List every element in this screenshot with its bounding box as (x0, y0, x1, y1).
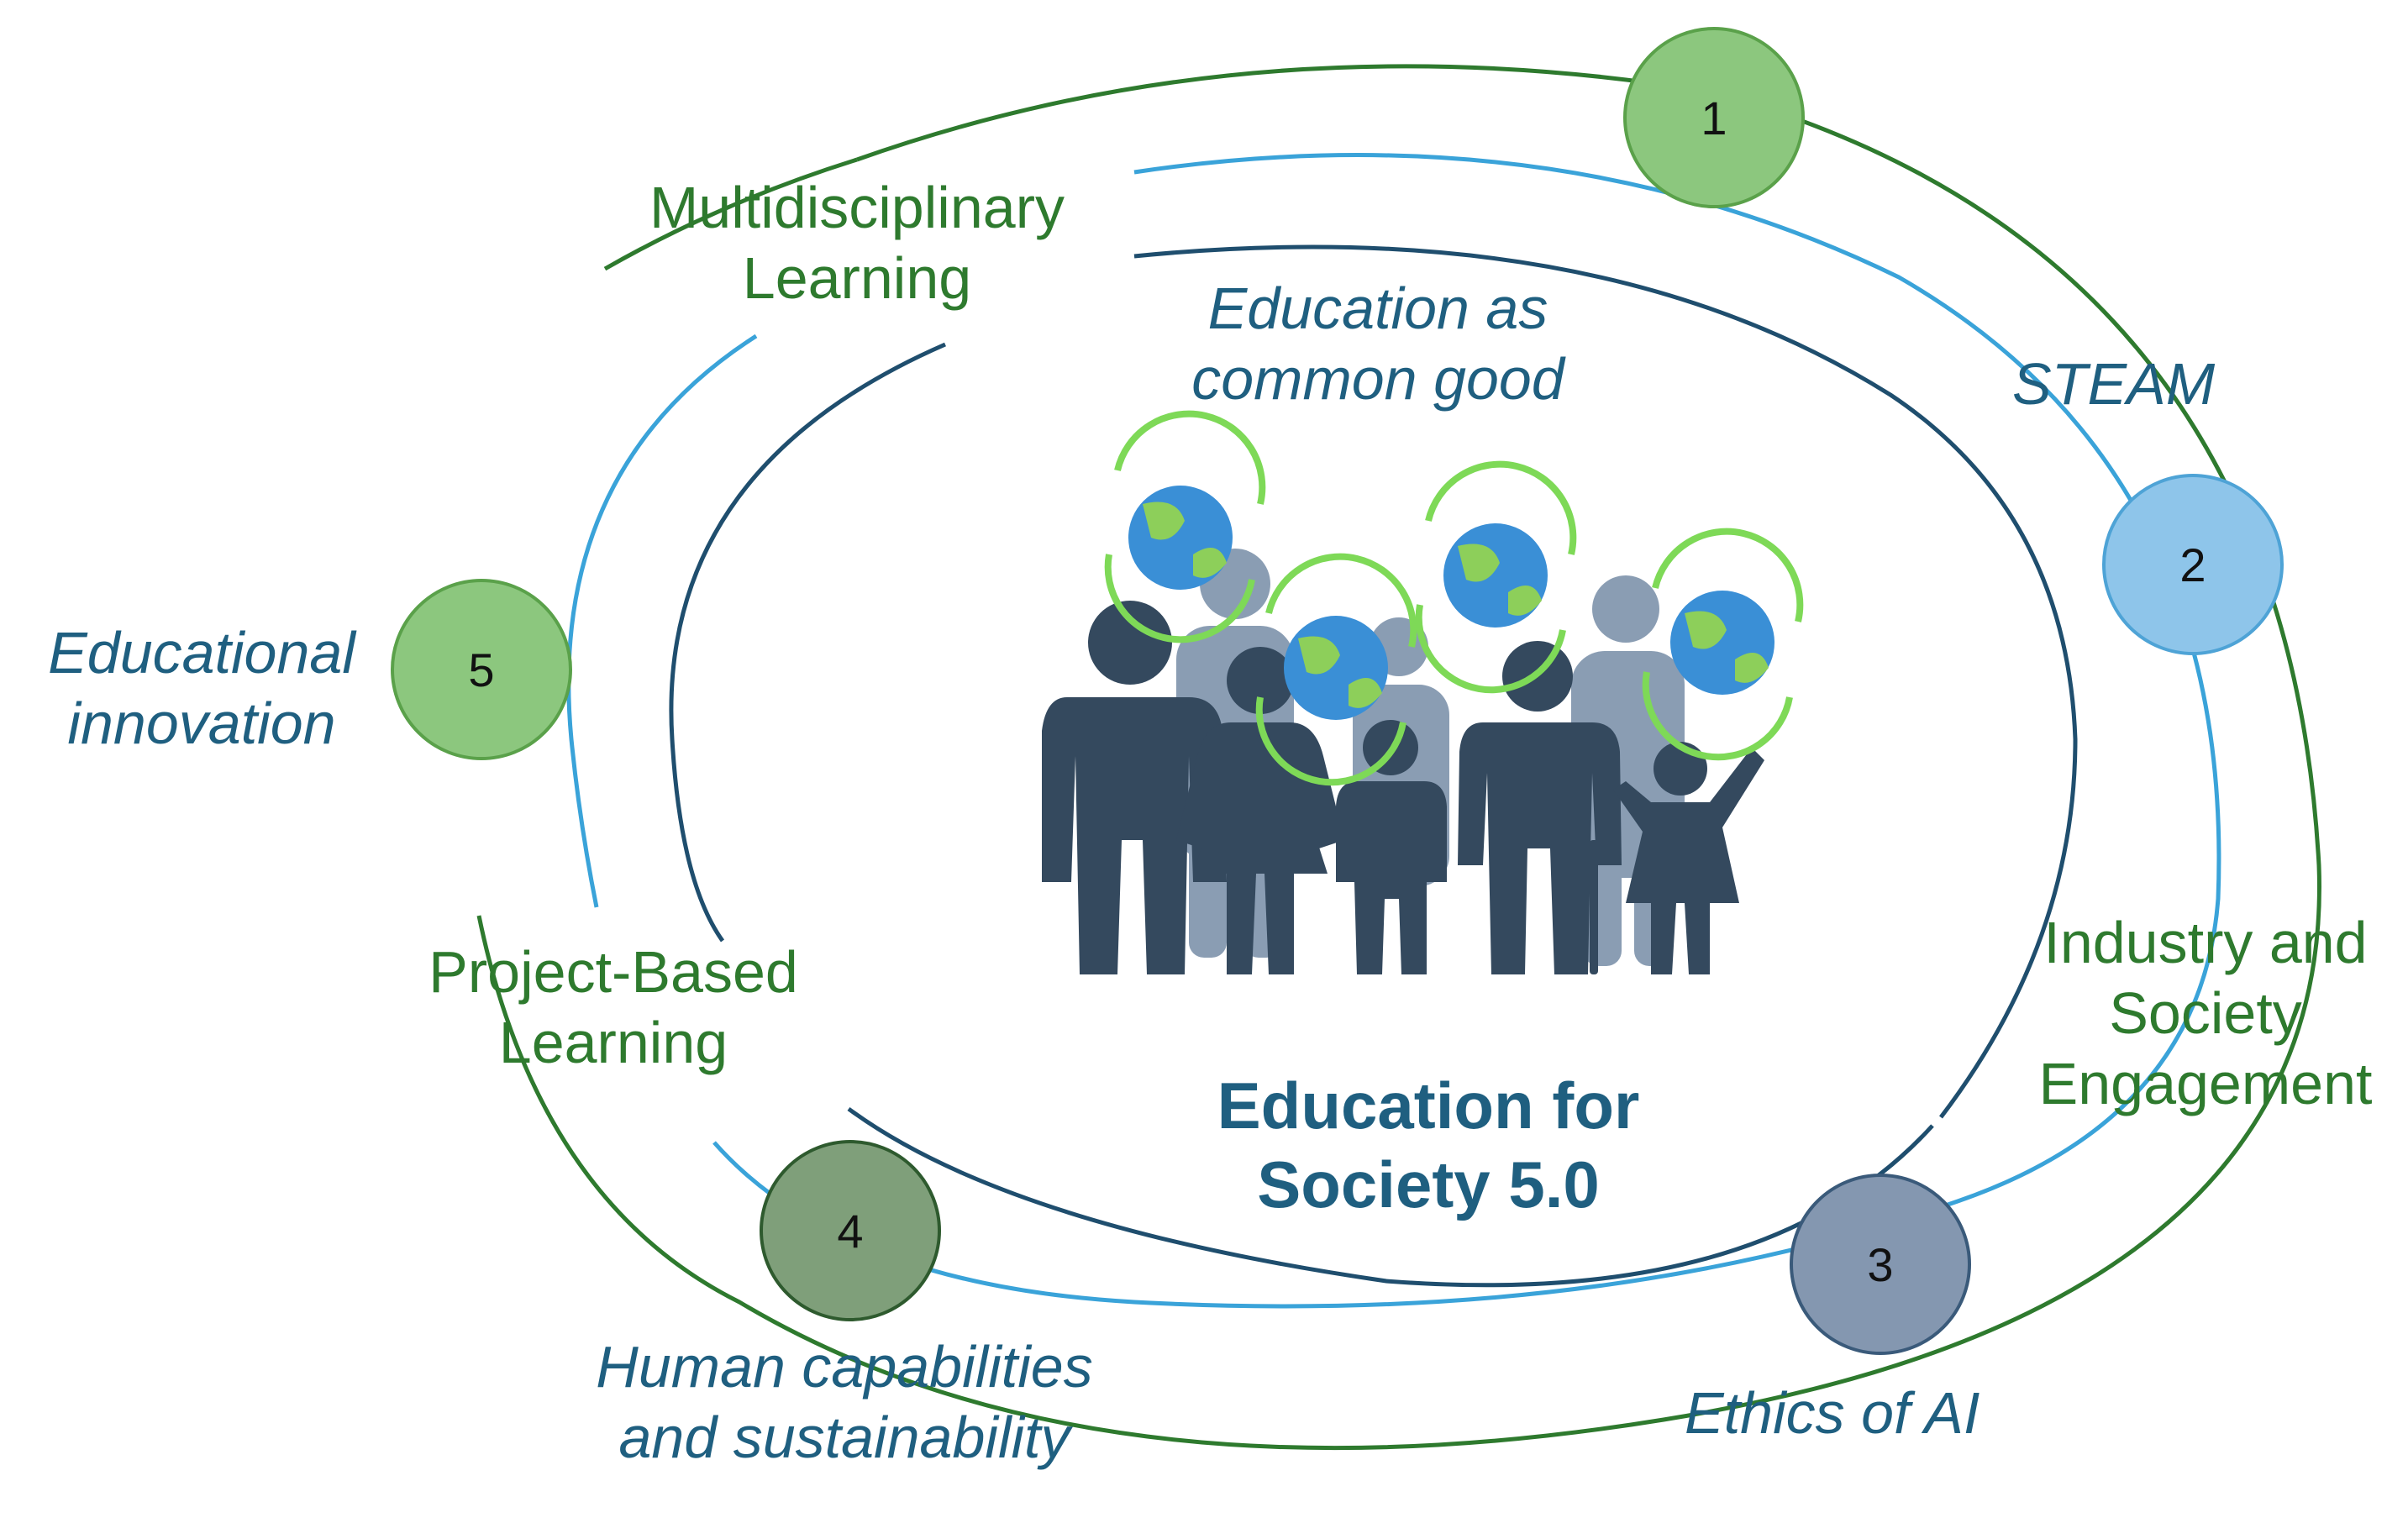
label-project-line1: Project-Based (428, 939, 798, 1005)
label-education-common-good: Education as common good (1151, 273, 1605, 414)
center-title: Education for Society 5.0 (1159, 1067, 1697, 1224)
label-education-common-good-line2: common good (1191, 346, 1564, 412)
inner-ring (1133, 244, 2078, 1119)
node-1: 1 (1623, 27, 1805, 208)
label-project-line2: Learning (498, 1010, 728, 1075)
middle-ring-left (566, 333, 758, 908)
node-2-number: 2 (2179, 538, 2206, 591)
node-5-number: 5 (468, 643, 494, 696)
center-title-line2: Society 5.0 (1257, 1147, 1600, 1221)
label-multidisciplinary-line1: Multidisciplinary (649, 175, 1065, 240)
label-steam: STEAM (2012, 349, 2215, 419)
label-ethics: Ethics of AI (1685, 1378, 1980, 1448)
label-human-line2: and sustainability (618, 1405, 1070, 1470)
label-industry-line3: Engagement (2038, 1051, 2373, 1116)
foreground-people (1042, 601, 1764, 974)
node-3-number: 3 (1867, 1238, 1893, 1291)
label-human: Human capabilities and sustainability (550, 1331, 1138, 1473)
label-multidisciplinary-line2: Learning (742, 245, 972, 311)
label-education-common-good-line1: Education as (1207, 276, 1548, 341)
label-industry-line2: Society (2109, 980, 2302, 1046)
label-industry-line1: Industry and (2043, 910, 2368, 975)
node-2: 2 (2102, 474, 2284, 655)
label-industry: Industry and Society Engagement (2012, 907, 2399, 1119)
node-3: 3 (1790, 1174, 1971, 1355)
node-5: 5 (391, 579, 572, 760)
label-human-line1: Human capabilities (596, 1334, 1093, 1400)
globe-4 (1642, 528, 1804, 761)
label-innovation-line1: Educational (48, 620, 355, 685)
globe-2 (1255, 553, 1417, 786)
globes (1104, 410, 1804, 786)
globe-1 (1104, 410, 1266, 643)
label-steam-text: STEAM (2012, 351, 2216, 417)
label-multidisciplinary: Multidisciplinary Learning (609, 172, 1105, 313)
outer-ring-upper-left (603, 157, 858, 271)
node-4-number: 4 (837, 1205, 863, 1258)
outer-ring (476, 64, 2321, 1451)
label-ethics-text: Ethics of AI (1685, 1380, 1980, 1446)
label-innovation-line2: innovation (67, 691, 336, 756)
inner-ring-left (669, 342, 946, 943)
node-1-number: 1 (1701, 92, 1727, 144)
globe-3 (1415, 460, 1577, 694)
middle-ring (712, 153, 2221, 1309)
center-title-line1: Education for (1217, 1069, 1640, 1142)
label-innovation: Educational innovation (17, 617, 386, 759)
label-project: Project-Based Learning (395, 937, 832, 1078)
people-group (1042, 549, 1764, 974)
node-4: 4 (760, 1140, 941, 1321)
